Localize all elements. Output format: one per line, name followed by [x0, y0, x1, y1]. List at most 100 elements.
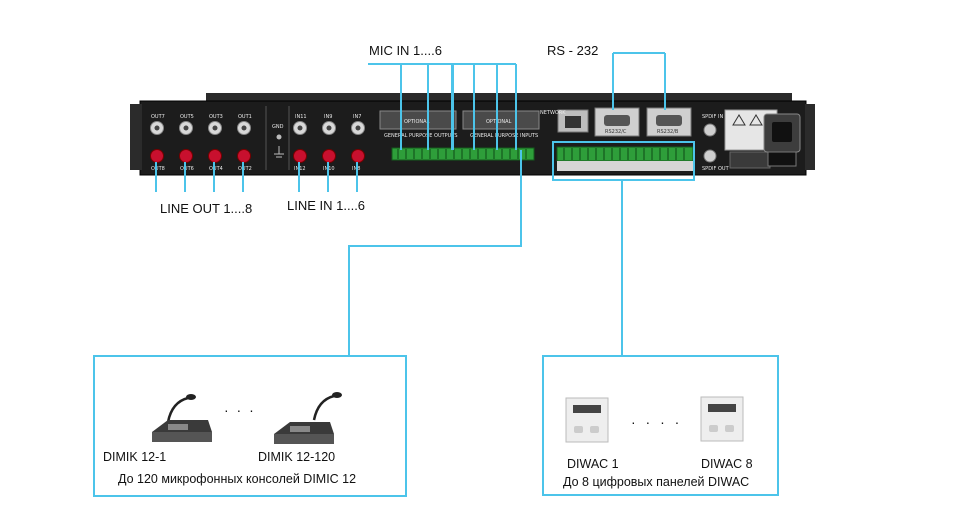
mic-capsule-icon — [186, 394, 196, 400]
output-connectors: OUT7 OUT5 OUT3 OUT1 OUT8 OUT6 OUT4 OUT2 — [150, 114, 252, 172]
rca-jack-red — [208, 149, 222, 163]
rca-jack-red — [351, 149, 365, 163]
rca-jack-pin — [154, 125, 160, 131]
warning-icon — [749, 114, 763, 126]
mic-console-1 — [152, 394, 212, 442]
gp-outputs-label: GENERAL PURPOSE OUTPUTS — [384, 133, 458, 139]
console-buttons-icon — [168, 424, 188, 430]
line-out-drops — [155, 162, 244, 192]
panel-button-icon — [725, 425, 734, 432]
terminal-label-strip — [557, 161, 693, 171]
rs232-lines — [612, 52, 666, 110]
panel-caption: До 8 цифровых панелей DIWAC — [563, 475, 750, 489]
out-top-label: OUT5 — [180, 114, 194, 120]
iec-socket-icon — [772, 122, 792, 142]
rca-jack-red — [179, 149, 193, 163]
rca-jack-pin — [326, 125, 332, 131]
rca-jack-pin — [297, 125, 303, 131]
gnd-screw-icon — [276, 134, 282, 140]
diwac-terminal-highlight — [552, 141, 695, 181]
optional-label-1: OPTIONAL — [404, 119, 430, 125]
mic-first-label: DIMIK 12-1 — [103, 450, 167, 464]
mic-terminal-block — [391, 147, 535, 161]
rca-jack-pin — [355, 125, 361, 131]
mic-in-label: MIC IN 1....6 — [369, 43, 442, 58]
diwac-terminal-block — [556, 146, 694, 162]
rack-ear-left — [130, 104, 142, 170]
gooseneck-icon — [312, 394, 335, 421]
rs232-label: RS - 232 — [547, 43, 599, 58]
spdif-out-jack — [703, 149, 717, 163]
mic-caption: До 120 микрофонных консолей DIMIC 12 — [118, 472, 357, 486]
line-in-drops — [298, 162, 358, 192]
wall-panel-icon — [565, 397, 609, 443]
console-base-front — [274, 434, 334, 444]
out-bottom-label: OUT8 — [151, 166, 165, 172]
panel-first-label: DIWAC 1 — [567, 457, 619, 471]
line-out-label: LINE OUT 1....8 — [160, 201, 253, 216]
spdif-out-label: SPDIF OUT — [702, 166, 730, 172]
gp-inputs-label: GENERAL PURPOSE INPUTS — [470, 133, 538, 139]
spdif-in-jack — [703, 123, 717, 137]
optional-label-2: OPTIONAL — [486, 119, 512, 125]
mic-bus-to-consoles — [348, 150, 522, 356]
db9-connector-icon — [604, 115, 630, 126]
rca-jack-red — [150, 149, 164, 163]
out-bottom-label: OUT6 — [180, 166, 194, 172]
console-base-front — [152, 432, 212, 442]
diwac-panel-8 — [700, 396, 744, 442]
in-top-label: IN11 — [295, 114, 307, 120]
ground-icon — [274, 146, 284, 158]
mic-capsule-icon — [332, 392, 342, 398]
terminal-screws — [563, 148, 685, 160]
device-top-edge — [206, 93, 792, 101]
panel-display-icon — [708, 404, 736, 412]
mic-console-2 — [274, 392, 342, 444]
rs232-b-label: RS232/B — [657, 129, 679, 135]
out-top-label: OUT7 — [151, 114, 165, 120]
mic-ellipsis: · · · — [224, 402, 256, 418]
mic-consoles-box — [93, 355, 407, 497]
diwac-panel-1 — [565, 397, 609, 443]
rack-ear-right — [805, 104, 815, 170]
rca-jack-pin — [212, 125, 218, 131]
network-label: NETWORK — [540, 110, 566, 116]
power-switch-panel — [729, 151, 771, 169]
panel-ellipsis: · · · · — [631, 414, 683, 430]
warning-icon — [732, 114, 746, 126]
out-bottom-label: OUT4 — [209, 166, 223, 172]
terminal-screws — [397, 149, 527, 159]
gooseneck-icon — [166, 396, 189, 423]
diwac-panels-box — [542, 355, 779, 496]
in-top-label: IN7 — [353, 114, 361, 120]
out-top-label: OUT1 — [238, 114, 252, 120]
out-bottom-label: OUT2 — [238, 166, 252, 172]
wiring — [93, 52, 779, 497]
console-buttons-icon — [290, 426, 310, 432]
input-connectors: IN11 IN9 IN7 IN12 IN10 IN8 — [293, 114, 365, 172]
rs232-c-label: RS232/C — [605, 129, 627, 135]
rca-jack-pin — [183, 125, 189, 131]
rca-jack-pin — [241, 125, 247, 131]
power-switch — [767, 151, 797, 167]
line-in-label: LINE IN 1....6 — [287, 198, 366, 213]
panel-last-label: DIWAC 8 — [701, 457, 753, 471]
wall-panel-icon — [700, 396, 744, 442]
panel-button-icon — [709, 425, 718, 432]
panel-button-icon — [574, 426, 583, 433]
rca-jack-red — [322, 149, 336, 163]
optional-slot-1 — [379, 110, 457, 130]
panel-display-icon — [573, 405, 601, 413]
optional-slot-2 — [462, 110, 540, 130]
db9-connector-icon — [656, 115, 682, 126]
rca-jack-red — [237, 149, 251, 163]
rca-jack-red — [293, 149, 307, 163]
mic-last-label: DIMIK 12-120 — [258, 450, 336, 464]
spdif-in-label: SPDIF IN — [702, 114, 723, 120]
out-top-label: OUT3 — [209, 114, 223, 120]
device-rear-panel: OUT7 OUT5 OUT3 OUT1 OUT8 OUT6 OUT4 OUT2 … — [130, 93, 815, 176]
panel-button-icon — [590, 426, 599, 433]
gnd-label: GND — [272, 124, 284, 130]
ethernet-icon — [565, 116, 581, 128]
